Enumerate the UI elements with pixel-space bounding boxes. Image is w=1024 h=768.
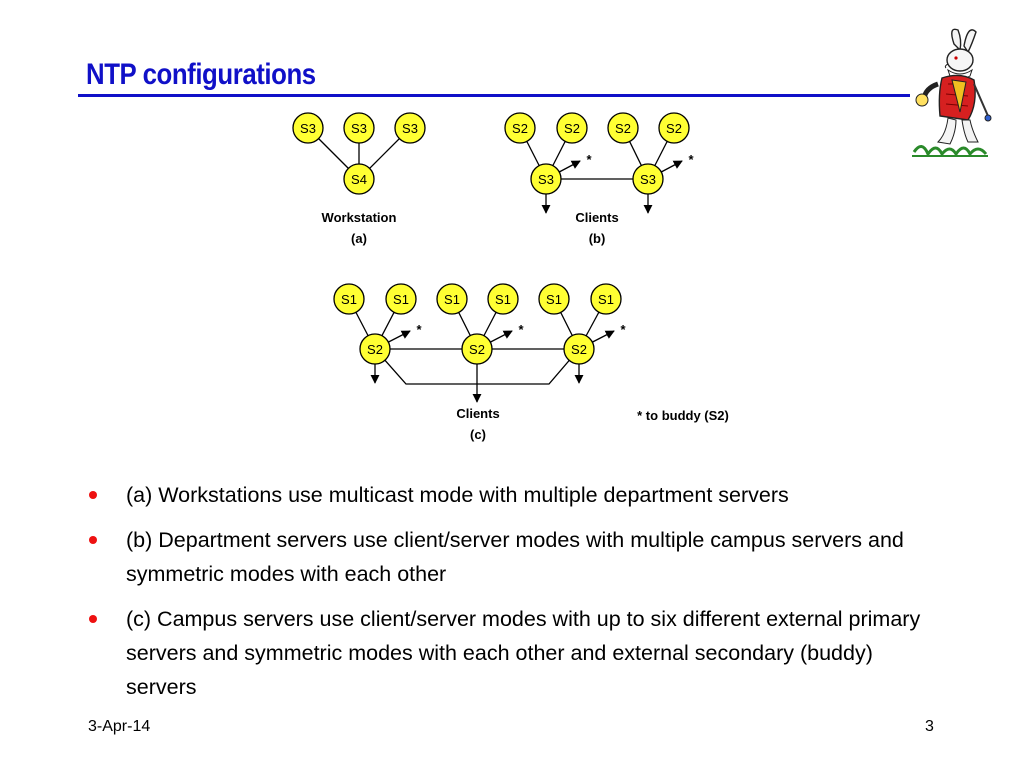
- caption-clients-b: Clients: [575, 210, 618, 225]
- svg-text:S1: S1: [444, 292, 460, 307]
- server-node-c-s2-2: S2: [461, 333, 493, 365]
- server-node-c-s1-2: S1: [385, 283, 417, 315]
- server-node-b-s2-1: S2: [504, 112, 536, 144]
- bullet-item: (c) Campus servers use client/server mod…: [84, 602, 944, 704]
- svg-text:S2: S2: [512, 121, 528, 136]
- server-node-c-s2-1: S2: [359, 333, 391, 365]
- svg-text:S2: S2: [615, 121, 631, 136]
- bullet-list: (a) Workstations use multicast mode with…: [84, 478, 944, 715]
- buddy-star-c-1: *: [416, 322, 422, 337]
- caption-b: (b): [589, 231, 606, 246]
- config-a: S3 S3 S3 S4 Workstation (a): [292, 112, 426, 246]
- server-node-c-s1-5: S1: [538, 283, 570, 315]
- bullet-text: (b) Department servers use client/server…: [126, 528, 904, 586]
- svg-text:S3: S3: [538, 172, 554, 187]
- bullet-item: (a) Workstations use multicast mode with…: [84, 478, 944, 512]
- svg-text:S4: S4: [351, 172, 367, 187]
- caption-workstation: Workstation: [322, 210, 397, 225]
- svg-text:S1: S1: [546, 292, 562, 307]
- svg-text:S2: S2: [571, 342, 587, 357]
- buddy-note: * to buddy (S2): [637, 408, 729, 423]
- svg-text:S2: S2: [564, 121, 580, 136]
- bullet-dot-icon: [89, 491, 97, 499]
- server-node-b-s2-2: S2: [556, 112, 588, 144]
- config-b: * * S2 S2 S2 S2 S3 S3 Clients (b): [504, 112, 694, 246]
- ntp-configuration-diagram: S3 S3 S3 S4 Workstation (a) * * S2: [292, 112, 729, 442]
- svg-text:S1: S1: [598, 292, 614, 307]
- server-node-a-s3-3: S3: [394, 112, 426, 144]
- bullet-item: (b) Department servers use client/server…: [84, 523, 944, 591]
- svg-text:S3: S3: [351, 121, 367, 136]
- server-node-c-s1-6: S1: [590, 283, 622, 315]
- server-node-c-s1-1: S1: [333, 283, 365, 315]
- svg-text:S3: S3: [640, 172, 656, 187]
- svg-text:S1: S1: [495, 292, 511, 307]
- server-node-b-s3-1: S3: [530, 163, 562, 195]
- svg-text:S1: S1: [341, 292, 357, 307]
- buddy-star-b-2: *: [688, 152, 694, 167]
- bullet-text: (a) Workstations use multicast mode with…: [126, 483, 789, 507]
- svg-text:S1: S1: [393, 292, 409, 307]
- caption-a: (a): [351, 231, 367, 246]
- svg-text:S3: S3: [300, 121, 316, 136]
- white-rabbit-illustration: [912, 28, 992, 158]
- server-node-a-s3-1: S3: [292, 112, 324, 144]
- server-node-c-s2-3: S2: [563, 333, 595, 365]
- slide-title: NTP configurations: [86, 58, 316, 91]
- bullet-text: (c) Campus servers use client/server mod…: [126, 607, 921, 699]
- page-number: 3: [925, 718, 934, 735]
- buddy-star-c-3: *: [620, 322, 626, 337]
- title-underline: [78, 94, 910, 97]
- buddy-star-b-1: *: [586, 152, 592, 167]
- server-node-b-s2-3: S2: [607, 112, 639, 144]
- caption-c: (c): [470, 427, 486, 442]
- server-node-a-s4: S4: [343, 163, 375, 195]
- svg-text:S3: S3: [402, 121, 418, 136]
- svg-text:S2: S2: [666, 121, 682, 136]
- caption-clients-c: Clients: [456, 406, 499, 421]
- footer-date: 3-Apr-14: [88, 718, 151, 735]
- server-node-b-s3-2: S3: [632, 163, 664, 195]
- svg-text:S2: S2: [367, 342, 383, 357]
- svg-text:S2: S2: [469, 342, 485, 357]
- server-node-b-s2-4: S2: [658, 112, 690, 144]
- config-c: * * * S1 S1 S1 S1 S1 S1 S2: [333, 283, 729, 442]
- server-node-c-s1-4: S1: [487, 283, 519, 315]
- bullet-dot-icon: [89, 615, 97, 623]
- server-node-a-s3-2: S3: [343, 112, 375, 144]
- bullet-dot-icon: [89, 536, 97, 544]
- buddy-star-c-2: *: [518, 322, 524, 337]
- server-node-c-s1-3: S1: [436, 283, 468, 315]
